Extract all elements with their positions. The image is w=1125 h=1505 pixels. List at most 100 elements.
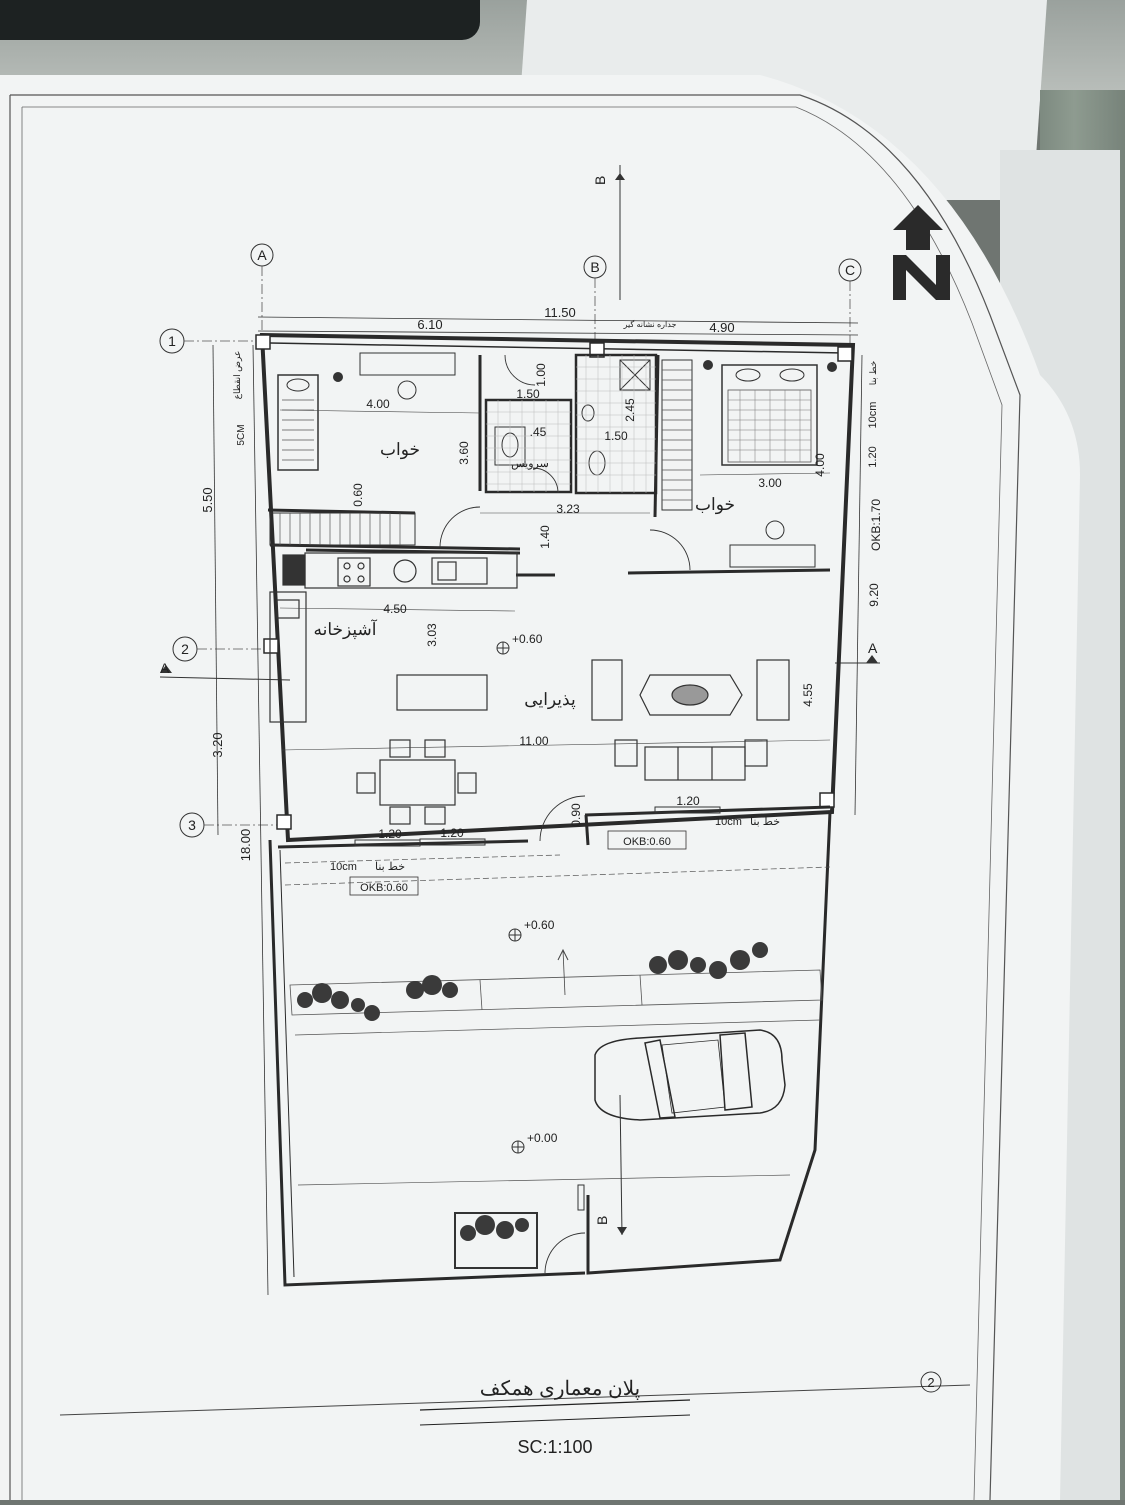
- level-markers: +0.60 +0.60 +0.00: [496, 632, 558, 1154]
- parking-lines: [294, 1019, 821, 1186]
- dining-table: [356, 739, 477, 825]
- building-outline: [255, 332, 856, 843]
- sofa-set: [591, 659, 790, 781]
- svg-text:+0.60: +0.60: [512, 632, 543, 646]
- door-arcs: [439, 354, 691, 1274]
- left-dimensions: 5.50 3.20 18.00 5CM عرض انقطاع: [200, 344, 269, 1296]
- svg-text:.45: .45: [530, 425, 547, 439]
- bed-double-icon: [721, 364, 818, 466]
- top-dimensions: 11.50 6.10 4.90 جداره نشانه گیر: [257, 305, 859, 336]
- grid-bubble-2: 2: [172, 636, 275, 662]
- svg-text:2.45: 2.45: [623, 398, 637, 422]
- svg-text:4.50: 4.50: [383, 602, 407, 616]
- svg-text:OKB:0.60: OKB:0.60: [623, 836, 671, 848]
- svg-text:جداره نشانه گیر: جداره نشانه گیر: [623, 319, 677, 329]
- car-icon: [594, 1029, 786, 1121]
- svg-text:خواب: خواب: [380, 440, 420, 460]
- svg-text:A: A: [257, 247, 267, 263]
- floor-plan-svg: A B C B 1 2 3 A A: [0, 75, 1080, 1501]
- plan-scale: SC:1:100: [517, 1437, 592, 1457]
- wardrobe-bedroom-1: [269, 512, 416, 546]
- black-folder: [0, 0, 480, 40]
- svg-text:1.20: 1.20: [676, 794, 700, 808]
- planter-box: [454, 1212, 538, 1269]
- sheet-number: 2: [927, 1375, 934, 1390]
- svg-text:B: B: [592, 176, 608, 185]
- svg-text:B: B: [594, 1216, 610, 1225]
- right-dimensions: 9.20 OKB:1.70 1.20 10cm خط بنا: [854, 354, 883, 816]
- svg-text:A: A: [160, 660, 170, 676]
- svg-text:1.50: 1.50: [604, 429, 628, 443]
- sheet-border: [10, 94, 1021, 1501]
- grid-bubble-3: 3: [179, 812, 280, 838]
- grid-bubble-1: 1: [159, 328, 265, 354]
- svg-text:3.20: 3.20: [210, 732, 225, 757]
- desk-bedroom-2: [729, 520, 816, 568]
- interior-walls: [267, 353, 831, 849]
- svg-text:خط بنا: خط بنا: [868, 361, 878, 386]
- plan-title: پلان معماری همکف: [480, 1378, 641, 1400]
- section-mark-b-top: B: [592, 165, 625, 300]
- svg-text:پذیرایی: پذیرایی: [524, 690, 576, 710]
- svg-text:+0.60: +0.60: [524, 918, 555, 932]
- svg-text:4.55: 4.55: [801, 683, 815, 707]
- svg-text:3: 3: [188, 817, 196, 833]
- svg-text:4.00: 4.00: [813, 453, 827, 477]
- grid-bubble-b: B: [583, 255, 607, 355]
- svg-text:0.60: 0.60: [351, 483, 365, 507]
- svg-text:1: 1: [168, 333, 176, 349]
- svg-text:3.60: 3.60: [457, 441, 471, 465]
- svg-text:1.20: 1.20: [867, 446, 879, 467]
- section-mark-a-left: A: [159, 660, 291, 681]
- svg-text:1.50: 1.50: [516, 387, 540, 401]
- drawing-sheet: A B C B 1 2 3 A A: [0, 55, 1125, 1501]
- svg-text:آشپزخانه: آشپزخانه: [313, 618, 377, 640]
- gate-handle: [577, 1184, 585, 1211]
- svg-text:A: A: [868, 640, 878, 656]
- svg-text:C: C: [845, 262, 855, 278]
- svg-text:5.50: 5.50: [200, 487, 215, 512]
- building-line-notes: 10cm خط بنا OKB:0.60 10cm خط بنا OKB:0.6…: [284, 816, 831, 896]
- svg-text:1.20: 1.20: [440, 826, 464, 840]
- svg-text:4.90: 4.90: [709, 320, 734, 335]
- yard-outline: [268, 811, 832, 1287]
- svg-text:5CM: 5CM: [236, 424, 247, 445]
- svg-text:سرویس: سرویس: [511, 458, 549, 470]
- svg-text:3.00: 3.00: [758, 476, 782, 490]
- bed-single-icon: [277, 374, 319, 471]
- svg-text:10cm: 10cm: [330, 861, 357, 873]
- desk-bedroom-1: [359, 352, 456, 400]
- title-block: پلان معماری همکف SC:1:100 2: [419, 1371, 942, 1457]
- plant-icon: [333, 360, 837, 382]
- svg-text:18.00: 18.00: [238, 829, 253, 862]
- section-mark-b-bottom: B: [594, 1094, 627, 1236]
- kitchen-counter: [269, 552, 518, 723]
- svg-text:خط بنا: خط بنا: [750, 816, 780, 828]
- svg-text:B: B: [590, 259, 599, 275]
- svg-text:خط بنا: خط بنا: [375, 861, 405, 873]
- svg-text:10cm: 10cm: [715, 816, 742, 828]
- svg-text:9.20: 9.20: [867, 583, 881, 607]
- svg-text:6.10: 6.10: [417, 317, 442, 332]
- svg-text:3.03: 3.03: [425, 623, 439, 647]
- svg-text:0.90: 0.90: [569, 803, 583, 827]
- shrub-icon: [297, 942, 768, 1241]
- svg-text:عرض انقطاع: عرض انقطاع: [232, 351, 243, 400]
- paper: [0, 75, 1080, 1500]
- svg-text:1.20: 1.20: [378, 827, 402, 841]
- svg-text:OKB:1.70: OKB:1.70: [869, 499, 883, 551]
- interior-dimension-labels: 4.00 3.60 0.60 1.00 1.50 .45 2.45 1.50 س…: [279, 363, 831, 841]
- svg-text:+0.00: +0.00: [527, 1131, 558, 1145]
- svg-text:11.00: 11.00: [519, 734, 548, 748]
- svg-text:OKB:0.60: OKB:0.60: [360, 882, 408, 894]
- front-windows: [354, 806, 721, 847]
- wc-tile-hatch: [486, 355, 656, 493]
- svg-text:1.00: 1.00: [534, 363, 548, 387]
- north-arrow-icon: [893, 205, 950, 300]
- svg-text:3.23: 3.23: [556, 502, 580, 516]
- garden-strip: [289, 948, 823, 1016]
- grid-bubble-c: C: [838, 258, 862, 355]
- svg-text:10cm: 10cm: [867, 402, 879, 429]
- grid-bubble-a: A: [250, 243, 274, 345]
- svg-text:خواب: خواب: [695, 495, 735, 515]
